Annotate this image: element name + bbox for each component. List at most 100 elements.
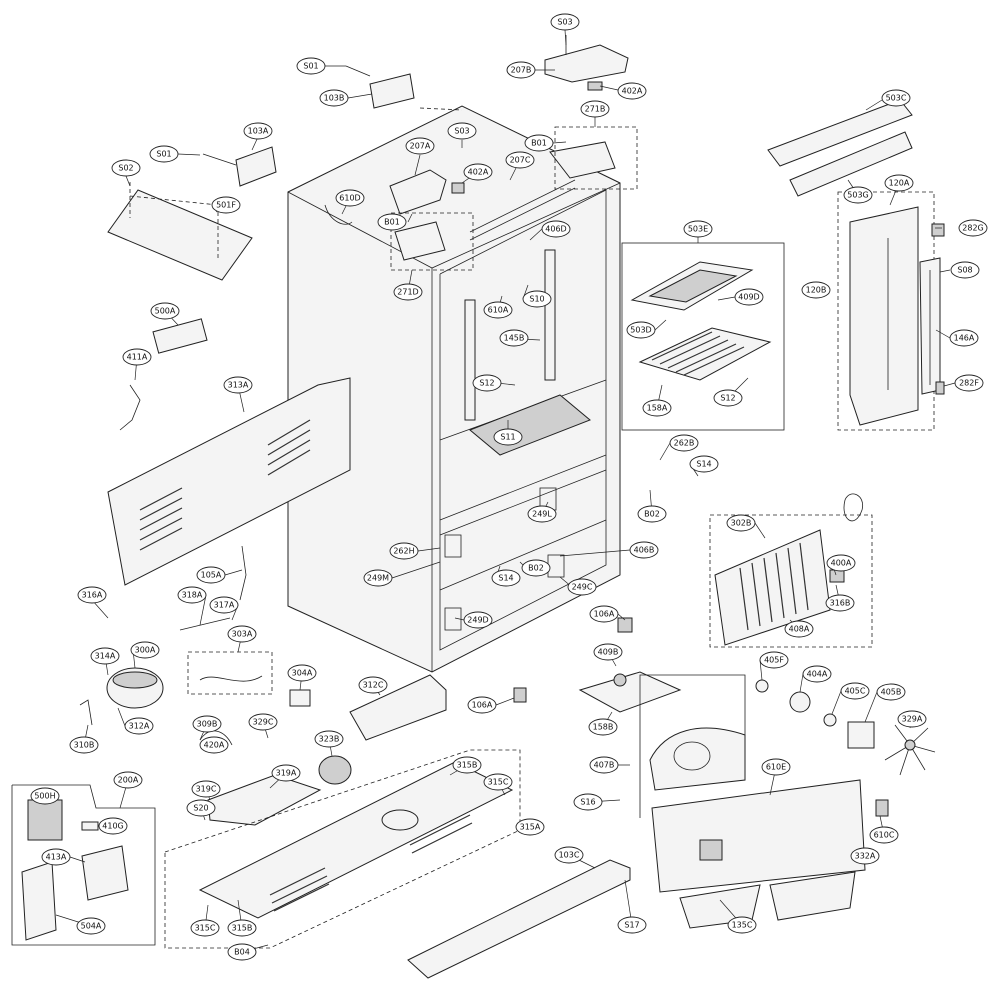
callout-120b: 120B bbox=[801, 281, 831, 299]
callout-105a: 105A bbox=[196, 566, 226, 584]
svg-text:500A: 500A bbox=[155, 307, 176, 316]
svg-text:503D: 503D bbox=[630, 326, 651, 335]
callout-410g: 410G bbox=[98, 817, 128, 835]
svg-text:200A: 200A bbox=[118, 776, 139, 785]
svg-text:249D: 249D bbox=[467, 616, 488, 625]
svg-text:406D: 406D bbox=[545, 225, 566, 234]
svg-text:S03: S03 bbox=[557, 18, 572, 27]
svg-text:420A: 420A bbox=[204, 741, 225, 750]
svg-text:302B: 302B bbox=[731, 519, 752, 528]
svg-text:S14: S14 bbox=[696, 460, 711, 469]
callout-s10: S10 bbox=[522, 290, 552, 308]
svg-text:S01: S01 bbox=[156, 150, 171, 159]
svg-text:B02: B02 bbox=[644, 510, 660, 519]
callout-s03: S03 bbox=[550, 13, 580, 31]
svg-text:503C: 503C bbox=[886, 94, 907, 103]
svg-text:319A: 319A bbox=[276, 769, 297, 778]
callout-315b: 315B bbox=[452, 756, 482, 774]
callout-207b: 207B bbox=[506, 61, 536, 79]
svg-text:B01: B01 bbox=[384, 218, 400, 227]
callout-319a: 319A bbox=[271, 764, 301, 782]
callout-282g: 282G bbox=[958, 219, 988, 237]
callout-503e: 503E bbox=[683, 220, 713, 238]
svg-text:406B: 406B bbox=[634, 546, 655, 555]
svg-text:271B: 271B bbox=[585, 105, 606, 114]
svg-text:B04: B04 bbox=[234, 948, 250, 957]
callout-312a: 312A bbox=[124, 717, 154, 735]
svg-text:103A: 103A bbox=[248, 127, 269, 136]
callout-405c: 405C bbox=[840, 682, 870, 700]
svg-text:332A: 332A bbox=[855, 852, 876, 861]
callout-500h: 500H bbox=[30, 787, 60, 805]
main-cabinet bbox=[287, 105, 621, 673]
svg-text:S17: S17 bbox=[624, 921, 639, 930]
svg-text:S12: S12 bbox=[720, 394, 735, 403]
callout-610c: 610C bbox=[869, 826, 899, 844]
svg-text:S10: S10 bbox=[529, 295, 544, 304]
callout-323b: 323B bbox=[314, 730, 344, 748]
svg-text:S20: S20 bbox=[193, 804, 208, 813]
svg-text:407B: 407B bbox=[594, 761, 615, 770]
svg-text:S08: S08 bbox=[957, 266, 972, 275]
callout-labels: S03 207B 402A S01 103B 271B 503C 103A S0… bbox=[30, 13, 988, 961]
svg-text:315B: 315B bbox=[232, 924, 253, 933]
svg-text:610E: 610E bbox=[766, 763, 786, 772]
svg-text:316B: 316B bbox=[830, 599, 851, 608]
callout-405b: 405B bbox=[876, 683, 906, 701]
svg-text:410G: 410G bbox=[102, 822, 123, 831]
callout-316b: 316B bbox=[825, 594, 855, 612]
svg-text:400A: 400A bbox=[831, 559, 852, 568]
svg-text:282G: 282G bbox=[962, 224, 983, 233]
evaporator-assembly bbox=[709, 493, 873, 648]
svg-text:402A: 402A bbox=[468, 168, 489, 177]
callout-135c: 135C bbox=[727, 916, 757, 934]
callout-b02: B02 bbox=[637, 505, 667, 523]
compressor-and-base bbox=[79, 545, 682, 826]
callout-610a: 610A bbox=[483, 301, 513, 319]
callout-409b: 409B bbox=[593, 643, 623, 661]
svg-text:312A: 312A bbox=[129, 722, 150, 731]
callout-310b: 310B bbox=[69, 736, 99, 754]
svg-text:249M: 249M bbox=[367, 574, 389, 583]
callout-103c: 103C bbox=[554, 846, 584, 864]
svg-text:106A: 106A bbox=[594, 610, 615, 619]
callout-501f: 501F bbox=[211, 196, 241, 214]
callout-145b: 145B bbox=[499, 329, 529, 347]
svg-text:501F: 501F bbox=[216, 201, 236, 210]
callout-610e: 610E bbox=[761, 758, 791, 776]
callout-500a: 500A bbox=[150, 302, 180, 320]
svg-text:105A: 105A bbox=[201, 571, 222, 580]
callout-411a: 411A bbox=[122, 348, 152, 366]
svg-text:S12: S12 bbox=[479, 379, 494, 388]
part-drawings bbox=[11, 35, 945, 979]
svg-text:405F: 405F bbox=[764, 656, 784, 665]
callout-405f: 405F bbox=[759, 651, 789, 669]
svg-text:405C: 405C bbox=[845, 687, 866, 696]
callout-s17: S17 bbox=[617, 916, 647, 934]
svg-text:S03: S03 bbox=[454, 127, 469, 136]
callout-s12: S12 bbox=[472, 374, 502, 392]
svg-text:145B: 145B bbox=[504, 334, 525, 343]
callout-s08: S08 bbox=[950, 261, 980, 279]
svg-text:316A: 316A bbox=[82, 591, 103, 600]
svg-text:315A: 315A bbox=[520, 823, 541, 832]
callout-312c: 312C bbox=[358, 676, 388, 694]
callout-504a: 504A bbox=[76, 917, 106, 935]
callout-282f: 282F bbox=[954, 374, 984, 392]
svg-text:262B: 262B bbox=[674, 439, 695, 448]
svg-text:282F: 282F bbox=[959, 379, 979, 388]
svg-text:312C: 312C bbox=[363, 681, 384, 690]
callout-158b: 158B bbox=[588, 718, 618, 736]
kick-plate bbox=[407, 859, 631, 979]
callout-503g: 503G bbox=[843, 186, 873, 204]
callout-303a: 303A bbox=[227, 625, 257, 643]
svg-text:158B: 158B bbox=[593, 723, 614, 732]
svg-text:120B: 120B bbox=[806, 286, 827, 295]
callout-407b: 407B bbox=[589, 756, 619, 774]
svg-text:329A: 329A bbox=[902, 715, 923, 724]
callout-503c: 503C bbox=[881, 89, 911, 107]
svg-text:314A: 314A bbox=[95, 652, 116, 661]
svg-text:207B: 207B bbox=[511, 66, 532, 75]
callout-316a: 316A bbox=[77, 586, 107, 604]
callout-s03-b: S03 bbox=[447, 122, 477, 140]
